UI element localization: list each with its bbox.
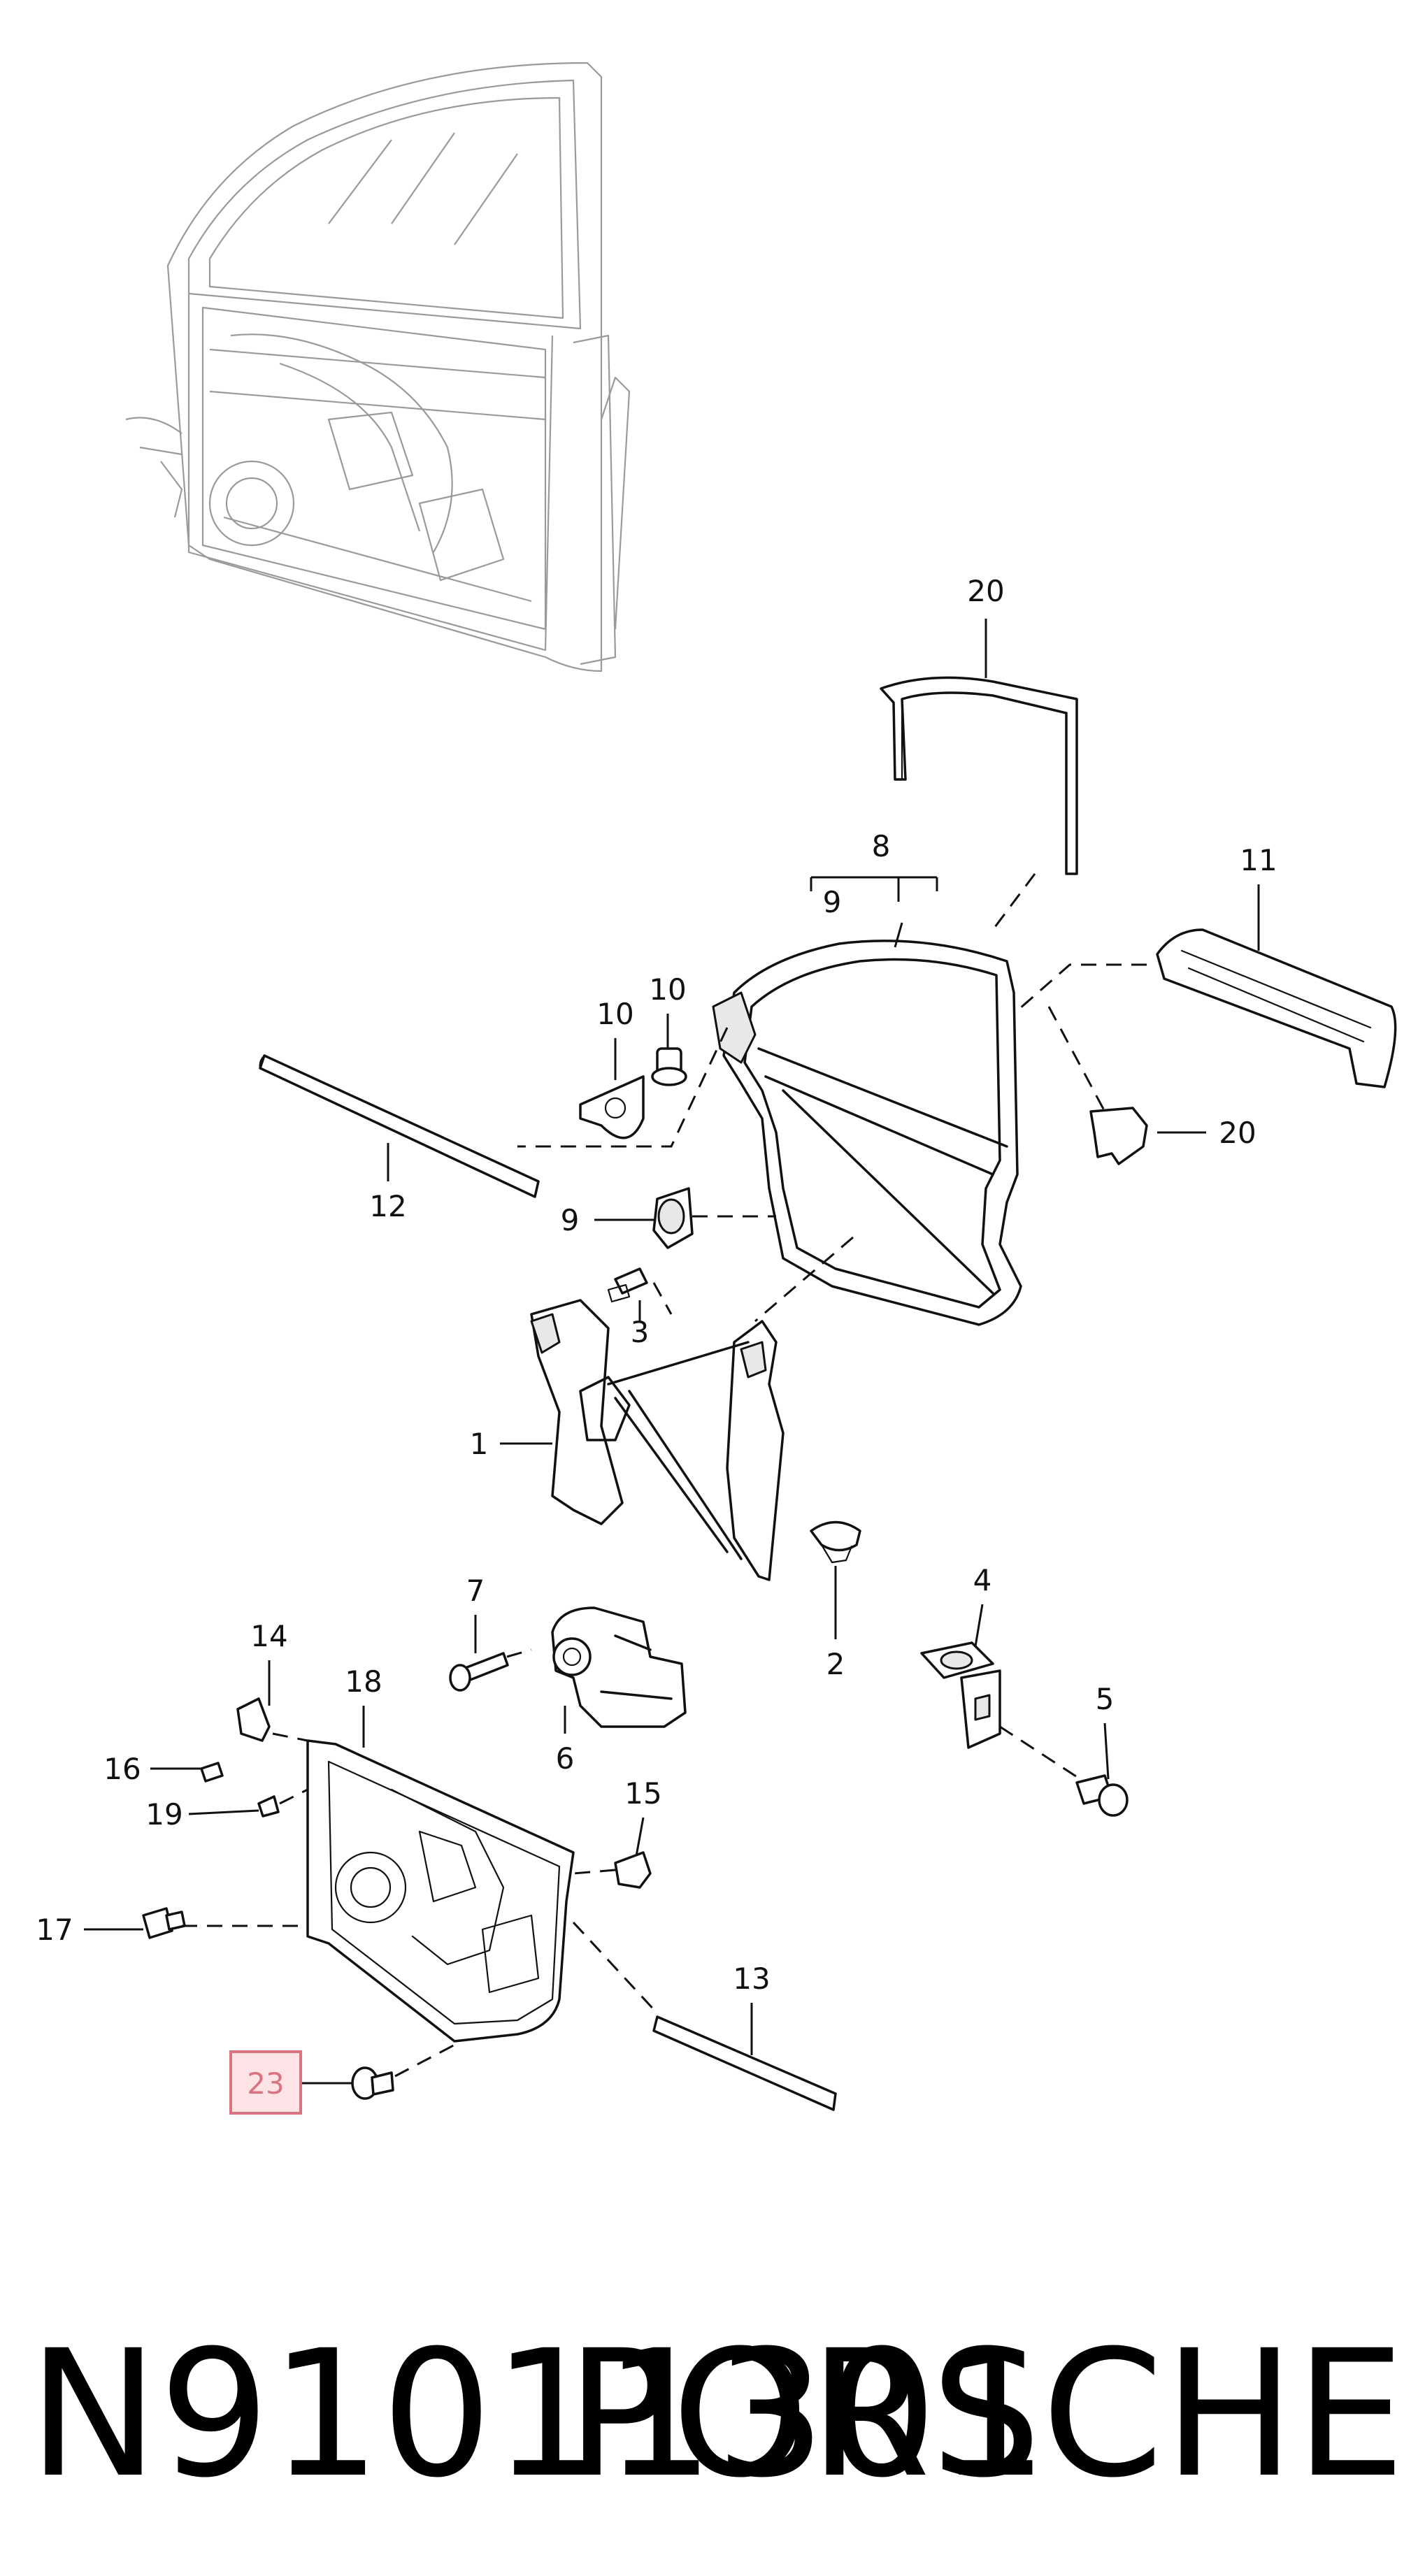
part-13-inner-waist-strip <box>259 1054 540 1198</box>
part-10-guide-bush <box>651 1047 687 1086</box>
callout-15: 14 <box>250 1619 287 1653</box>
callout-21: 20 <box>1219 1116 1256 1150</box>
callout-19: 18 <box>345 1664 382 1699</box>
part-7-screw <box>449 1652 509 1692</box>
part-16-bracket <box>614 1851 652 1889</box>
part-6-window-motor <box>551 1606 687 1728</box>
callout-20: 19 <box>145 1797 182 1832</box>
part-18-bolt <box>142 1907 186 1939</box>
callout-8: 8 <box>872 829 891 863</box>
part-19-door-module-carrier <box>306 1739 575 2043</box>
part-15-bracket <box>236 1697 271 1742</box>
part-17-clip <box>200 1762 224 1783</box>
part-22-window-channel <box>880 676 1078 875</box>
callout-labels: 20 11 8 9 10 10 20 12 9 3 1 2 7 4 5 6 14… <box>36 574 1277 2115</box>
part-12-outer-trim-strip <box>1156 928 1397 1088</box>
callout-7: 7 <box>466 1574 485 1608</box>
part-9-lower-guide <box>652 1187 694 1249</box>
callout-18: 17 <box>36 1913 73 1947</box>
part-21-bracket <box>1089 1107 1148 1165</box>
caption-part-number: N91011301 <box>28 2312 1048 2516</box>
callout-23: 23 <box>247 2066 284 2101</box>
assembly-guide-lines <box>182 873 1147 2078</box>
part-5-bolt <box>1075 1774 1129 1817</box>
callout-5: 5 <box>1096 1682 1115 1716</box>
callout-9-lower: 9 <box>561 1203 580 1237</box>
callout-4: 4 <box>973 1563 992 1597</box>
callout-14: 13 <box>733 1962 770 1996</box>
part-2-plug <box>810 1520 861 1564</box>
callout-12: 11 <box>1240 843 1277 877</box>
part-23-fastener <box>351 2066 394 2100</box>
callout-23-highlight-box <box>229 2050 302 2115</box>
part-20-clip <box>257 1795 280 1818</box>
part-14-seal-strip <box>652 2015 837 2111</box>
caption-brand: PORSCHE <box>566 2312 1405 2516</box>
callout-13: 12 <box>369 1189 406 1223</box>
callout-11: 10 <box>596 997 633 1031</box>
callout-10: 10 <box>649 972 686 1007</box>
part-8-window-frame <box>712 940 1022 1326</box>
callout-17: 16 <box>103 1752 141 1786</box>
caption: N91011301 PORSCHE <box>28 2312 1405 2516</box>
part-1-window-regulator <box>530 1299 785 1581</box>
part-11-cover-cap <box>579 1075 645 1139</box>
callout-leader-lines <box>84 619 1260 2085</box>
callout-3: 3 <box>631 1315 650 1349</box>
callout-6: 6 <box>556 1741 575 1776</box>
callout-1: 1 <box>470 1427 489 1461</box>
callout-16: 15 <box>624 1776 661 1811</box>
callout-9-upper: 9 <box>823 885 842 919</box>
door-overview-illustration <box>125 62 631 672</box>
part-3-clip <box>607 1267 648 1303</box>
callout-22: 20 <box>967 574 1004 608</box>
part-4-support-bracket <box>920 1641 1001 1749</box>
callout-2: 2 <box>826 1647 845 1681</box>
